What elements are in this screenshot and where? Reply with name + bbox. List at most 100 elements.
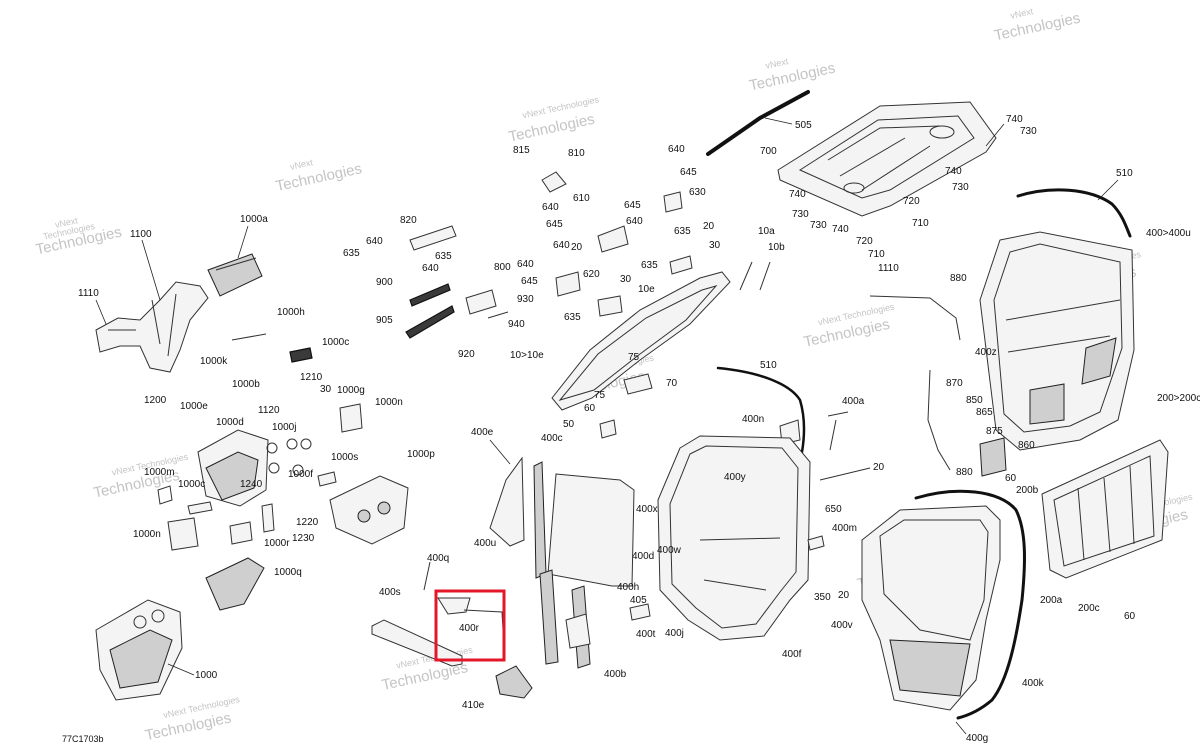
part-label: 700 — [760, 146, 777, 157]
watermark: vNext Technologies Technologies — [92, 451, 190, 501]
part-label: 920 — [458, 349, 475, 360]
svg-text:vNext: vNext — [765, 56, 790, 71]
part-label: 10e — [638, 284, 655, 295]
part-label: 640 — [668, 144, 685, 155]
part-label: 400g — [966, 733, 988, 744]
door-glass-400e — [489, 456, 525, 547]
part-label: 20 — [703, 221, 715, 232]
part-label: 75 — [594, 390, 606, 401]
part-label: 400c — [541, 433, 563, 444]
rear-glass-200 — [1041, 439, 1169, 579]
part-label: 1000c — [322, 337, 349, 348]
part-label: 880 — [956, 467, 973, 478]
part-label: 400w — [657, 545, 682, 556]
part-label: 1200 — [144, 395, 167, 406]
part-label: 400r — [459, 623, 480, 634]
part-label: 640 — [422, 263, 439, 274]
wiper-hardware — [405, 171, 693, 339]
part-label: 1240 — [240, 479, 263, 490]
part-label: 1120 — [258, 405, 280, 416]
watermark: vNext Technologies Technologies — [34, 215, 123, 258]
part-label: 400t — [636, 629, 656, 640]
watermark: vNext Technologies — [993, 6, 1082, 45]
hvac-ducts-1100 — [95, 253, 263, 373]
part-label: 30 — [620, 274, 632, 285]
part-label: 1000q — [274, 567, 302, 578]
watermark: vNext Technologies — [274, 157, 363, 195]
door-seal-510 — [716, 366, 806, 454]
part-label: 1000h — [277, 307, 305, 318]
part-label: 740 — [789, 189, 806, 200]
watermark: vNext Technologies — [748, 56, 837, 95]
part-label: 1100 — [130, 229, 152, 240]
part-label: 30 — [320, 384, 332, 395]
part-label: 1000k — [200, 356, 228, 367]
part-label: 400z — [975, 347, 997, 358]
hvac-cover-1000q — [205, 557, 265, 611]
part-label: 1000j — [272, 422, 296, 433]
part-label: 730 — [810, 220, 827, 231]
part-label: 730 — [952, 182, 969, 193]
part-label: 30 — [709, 240, 721, 251]
part-label: 400y — [724, 472, 746, 483]
part-label: 1000a — [240, 214, 268, 225]
part-label: 10b — [768, 242, 785, 253]
part-label: 1000m — [144, 467, 175, 478]
part-label: 850 — [966, 395, 983, 406]
part-label: 1000p — [407, 449, 435, 460]
part-label: 60 — [1005, 473, 1017, 484]
part-label: 505 — [795, 120, 812, 131]
part-label: 200b — [1016, 485, 1039, 496]
part-label: 10>10e — [510, 350, 544, 361]
part-label: 510 — [1116, 168, 1133, 179]
svg-text:Technologies: Technologies — [507, 111, 596, 146]
svg-text:vNext: vNext — [1009, 6, 1034, 21]
svg-text:Technologies: Technologies — [993, 10, 1082, 45]
part-label: 1000n — [375, 397, 403, 408]
part-label: 930 — [517, 294, 534, 305]
roof-panel-700 — [777, 101, 997, 217]
part-label: 400>400u — [1146, 228, 1191, 239]
svg-text:Technologies: Technologies — [274, 160, 363, 195]
part-label: 400x — [636, 504, 658, 515]
part-label: 400m — [832, 523, 857, 534]
part-label: 640 — [517, 259, 534, 270]
part-label: 940 — [508, 319, 525, 330]
part-label: 810 — [568, 148, 585, 159]
part-label: 870 — [946, 378, 963, 389]
part-label: 730 — [1020, 126, 1037, 137]
part-label: 640 — [366, 236, 383, 247]
part-label: 400f — [782, 649, 802, 660]
highlight-box-400r — [434, 589, 506, 662]
watermark: vNext Technologies Technologies — [144, 694, 242, 744]
part-label: 200c — [1078, 603, 1100, 614]
part-label: 630 — [689, 187, 706, 198]
part-label: 800 — [494, 262, 511, 273]
part-label: 1000e — [180, 401, 208, 412]
part-label: 880 — [950, 273, 967, 284]
part-label: 1110 — [78, 288, 99, 299]
part-label: 640 — [626, 216, 643, 227]
part-label: 820 — [400, 215, 417, 226]
part-label: 410e — [462, 700, 485, 711]
part-label: 865 — [976, 407, 993, 418]
rear-window-seal-510 — [1016, 188, 1132, 238]
part-label: 400q — [427, 553, 449, 564]
part-label: 1230 — [292, 533, 315, 544]
windshield-frame-10 — [551, 271, 731, 411]
part-label: 1000d — [216, 417, 244, 428]
part-label: 60 — [1124, 611, 1136, 622]
front-door-400v — [861, 505, 1001, 711]
watermark: vNext Technologies Technologies — [507, 94, 600, 146]
part-label: 1000c — [178, 479, 205, 490]
part-label: 635 — [435, 251, 452, 262]
svg-text:Technologies: Technologies — [748, 60, 837, 95]
door-frame-400y — [657, 435, 811, 641]
part-label: 20 — [838, 590, 850, 601]
part-label: 50 — [563, 419, 575, 430]
svg-text:vNext: vNext — [289, 157, 314, 172]
part-label: 635 — [674, 226, 691, 237]
part-label: 1000s — [331, 452, 358, 463]
part-label: 645 — [624, 200, 641, 211]
